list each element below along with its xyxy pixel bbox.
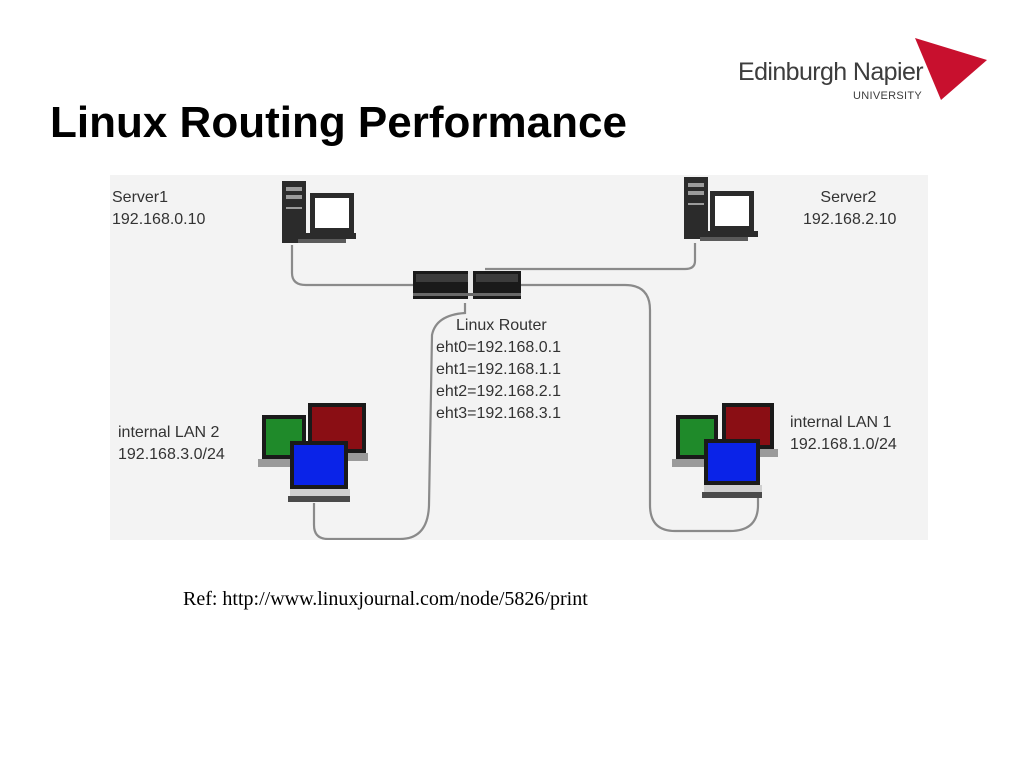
network-cables bbox=[290, 243, 760, 540]
logo-subtitle: UNIVERSITY bbox=[853, 90, 923, 102]
router-interface: eht0=192.168.0.1 bbox=[436, 339, 562, 356]
server2-ip: 192.168.2.10 bbox=[803, 211, 897, 228]
server2-computer-icon bbox=[684, 177, 758, 241]
server1-label: Server1 192.168.0.10 bbox=[112, 187, 205, 231]
logo-name: Edinburgh Napier bbox=[738, 58, 924, 86]
router-interface: eht2=192.168.2.1 bbox=[436, 383, 562, 400]
lan2-workstations-icon bbox=[258, 403, 368, 502]
network-diagram-graphics bbox=[258, 177, 778, 540]
server2-name: Server2 bbox=[820, 189, 877, 206]
cable-server1-router bbox=[290, 245, 414, 287]
server1-name: Server1 bbox=[112, 189, 169, 206]
cable-router-lan2 bbox=[312, 303, 467, 540]
server1-ip: 192.168.0.10 bbox=[112, 211, 206, 228]
router-icon bbox=[413, 271, 521, 299]
router-label: Linux Router eht0=192.168.0.1 eht1=192.1… bbox=[436, 315, 561, 425]
reference-link: Ref: http://www.linuxjournal.com/node/58… bbox=[183, 588, 588, 610]
slide-title: Linux Routing Performance bbox=[50, 98, 627, 147]
university-logo: Edinburgh Napier UNIVERSITY bbox=[735, 38, 995, 108]
server1-computer-icon bbox=[282, 181, 356, 243]
lan2-subnet: 192.168.3.0/24 bbox=[118, 446, 225, 463]
lan1-workstations-icon bbox=[672, 403, 778, 498]
router-interface: eht3=192.168.3.1 bbox=[436, 405, 562, 422]
lan1-subnet: 192.168.1.0/24 bbox=[790, 436, 897, 453]
lan2-label: internal LAN 2 192.168.3.0/24 bbox=[118, 422, 225, 466]
server2-label: Server2 192.168.2.10 bbox=[803, 187, 896, 231]
lan1-name: internal LAN 1 bbox=[790, 414, 892, 431]
router-name: Linux Router bbox=[456, 317, 547, 334]
router-interface: eht1=192.168.1.1 bbox=[436, 361, 562, 378]
network-diagram: Server1 192.168.0.10 Server2 192.168.2.1… bbox=[110, 175, 928, 540]
lan2-name: internal LAN 2 bbox=[118, 424, 220, 441]
lan1-label: internal LAN 1 192.168.1.0/24 bbox=[790, 412, 897, 456]
logo-triangle-icon bbox=[915, 38, 987, 100]
cable-server2-router bbox=[485, 243, 697, 271]
cable-router-lan1 bbox=[520, 283, 760, 533]
